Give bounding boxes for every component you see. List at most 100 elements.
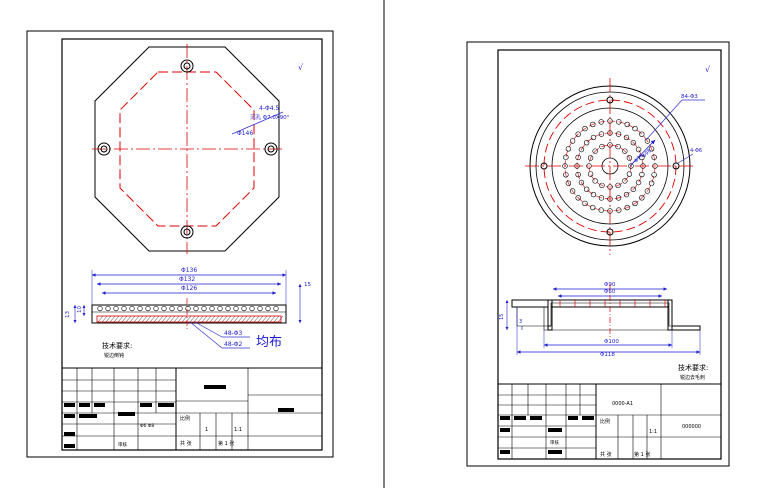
redacted-field [500,416,510,420]
ring-hole [599,182,605,189]
redacted-field [64,444,75,448]
ring-hole [632,200,638,207]
ring-hole [616,207,622,213]
title-block-cell: 第 1 张 [218,440,234,447]
ring-hole [624,121,630,128]
section-hole [241,305,247,312]
hatch-line [229,315,236,323]
left-drawing-sheet[interactable]: 4-Φ4.5 沉孔 Φ7.0X90° Φ146 √ Φ136 Φ132 Φ126… [26,30,334,458]
ring-hole [565,146,572,152]
section-hole [209,305,215,312]
hatch-line [213,315,220,323]
title-block-cell: 比例 [180,415,190,422]
redacted-field [64,403,75,407]
hatch-line [197,315,204,323]
bolt-hole-top [180,59,194,73]
hatch-line [153,315,160,323]
ring-hole [563,154,569,160]
ring-hole [622,148,628,154]
dim-bot-b-label: Φ118 [600,352,615,358]
roughness-symbol: √ [298,63,304,72]
hatch-line [169,315,176,323]
ring-hole [639,171,645,178]
section-hole [201,305,207,312]
hatch-line [273,315,280,323]
hatch-line [261,315,268,323]
dim-mid-label: Φ132 [179,276,195,283]
ring-hole [598,131,605,137]
hatch-line [277,315,284,323]
hatch-line [257,315,264,323]
hatch-line [101,315,108,323]
redacted-field [140,403,152,407]
flange-hole-left [540,162,548,170]
section-hole [249,305,255,312]
hatch-line [249,315,256,323]
section-hole [225,305,231,312]
leader-row1 [194,321,223,338]
dim-radial-b: Φ98 [641,148,653,160]
ring-hole [635,179,642,186]
ring-hole [575,195,581,201]
tech-requirements-title: 技术要求: [102,341,132,350]
title-block-cell: Φ6 Φ8 [140,423,154,429]
ring-hole [622,178,628,184]
left-section-view: Φ136 Φ132 Φ126 13 10 15 48-Φ3 48-Φ2 [65,267,311,359]
hatch-line [109,315,116,323]
ring-hole [592,178,598,184]
section-hole [177,305,183,312]
hatch-line [233,315,240,323]
ring-hole [615,195,622,201]
hatch-line [133,315,140,323]
hatch-line [141,315,148,323]
leader-row2 [189,321,223,349]
ring-hole [616,119,622,125]
ring-hole [598,119,604,125]
bolt-hole-bottom [180,225,194,239]
ring-hole [632,125,638,132]
ring-hole [562,163,568,169]
hatch-line [201,315,208,323]
hatch-line [129,315,136,323]
redacted-field [548,428,562,432]
right-drawing-sheet[interactable]: 84-Φ3 4-Φ6 Φ76 Φ98 √ Φ90 Φ60 [466,41,730,467]
ring-hole [563,172,569,178]
right-sheet-frame [497,49,722,460]
ring-hole [598,207,604,213]
hatch-line [181,315,188,323]
ring-hole [578,179,585,186]
hatch-line [253,315,260,323]
left-top-view: 4-Φ4.5 沉孔 Φ7.0X90° Φ146 √ [92,44,304,254]
ring-hole [628,163,634,169]
dim-left-b-label: 10 [77,306,83,313]
dim-left-b-label: 3 [519,319,522,325]
hatch-line [161,315,168,323]
redacted-field [530,416,542,420]
hatch-line [165,315,172,323]
ring-hole [635,146,642,153]
flange-left [511,299,549,308]
ring-hole [615,182,621,189]
redacted-field [204,385,226,389]
left-sheet-frame [61,38,323,451]
ring-hole [623,134,630,141]
hatch-line [221,315,228,323]
right-tb-cell: 1:1 [649,429,657,435]
ring-hole [630,139,637,146]
ring-hole [575,154,581,161]
leader-4holes [677,153,694,164]
hatch-line [173,315,180,323]
note-holes: 4-Φ4.5 [259,105,279,112]
redacted-field [79,414,97,418]
redacted-field [568,416,578,420]
hatch-line [245,315,252,323]
tech-requirements-item: 锐边倒钝 [104,352,124,359]
ring-hole [648,146,655,152]
ring-hole [615,143,621,150]
ring-hole [630,186,637,193]
octagon-outline [94,46,280,252]
title-block-cell: 审核 [118,441,127,448]
right-tb-cell: 比例 [600,418,610,425]
section-hole-row [97,305,279,312]
